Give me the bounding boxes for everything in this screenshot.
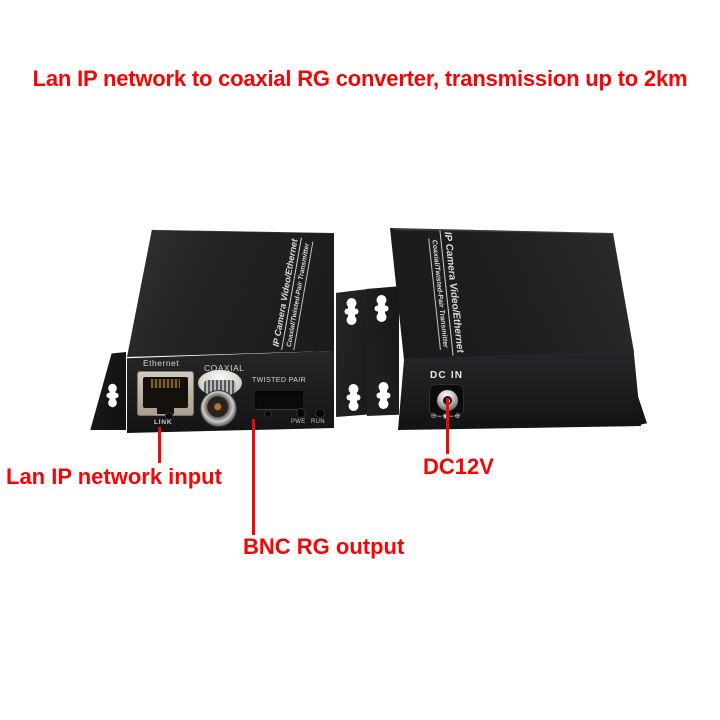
- annotation-line-bnc-output: [252, 419, 255, 535]
- twisted-pair-terminal-slot: [255, 391, 303, 410]
- link-led-label: LINK: [154, 419, 173, 426]
- bnc-connector: [200, 390, 237, 427]
- polarity-symbol: ⊖–◉–⊕: [423, 412, 469, 420]
- ethernet-rj45-port: [137, 371, 194, 416]
- rj45-pins: [151, 379, 180, 388]
- edge-highlight: [393, 228, 613, 234]
- annotation-bnc-output-label: BNC RG output: [243, 534, 405, 559]
- run-led: [316, 409, 324, 417]
- twisted-pair-label: TWISTED PAIR: [252, 377, 307, 384]
- power-led: [297, 409, 305, 417]
- annotation-dc12v-label: DC12V: [423, 454, 494, 479]
- power-led-label: PWE: [291, 419, 306, 425]
- keyhole-slot: [106, 382, 119, 409]
- keyhole-slot: [344, 297, 359, 326]
- screw-hole: [265, 411, 271, 417]
- coaxial-port-label: COAXIAL: [204, 363, 245, 373]
- right-device-top: [390, 228, 634, 359]
- page-title: Lan IP network to coaxial RG converter, …: [32, 66, 688, 91]
- link-led: [166, 413, 172, 419]
- keyhole-slot: [346, 383, 361, 412]
- dc-in-label: DC IN: [430, 370, 464, 381]
- keyhole-slot: [374, 294, 389, 323]
- run-led-label: RUN: [311, 419, 325, 425]
- ethernet-port-label: Ethernet: [143, 358, 180, 368]
- annotation-line-dc-power: [446, 398, 449, 454]
- annotation-lan-input-label: Lan IP network input: [6, 464, 222, 489]
- edge-highlight: [154, 229, 334, 234]
- left-device-top: [127, 229, 334, 357]
- rj45-latch-notch: [157, 406, 174, 414]
- keyhole-slot: [376, 381, 391, 410]
- annotation-line-lan-input: [158, 427, 161, 463]
